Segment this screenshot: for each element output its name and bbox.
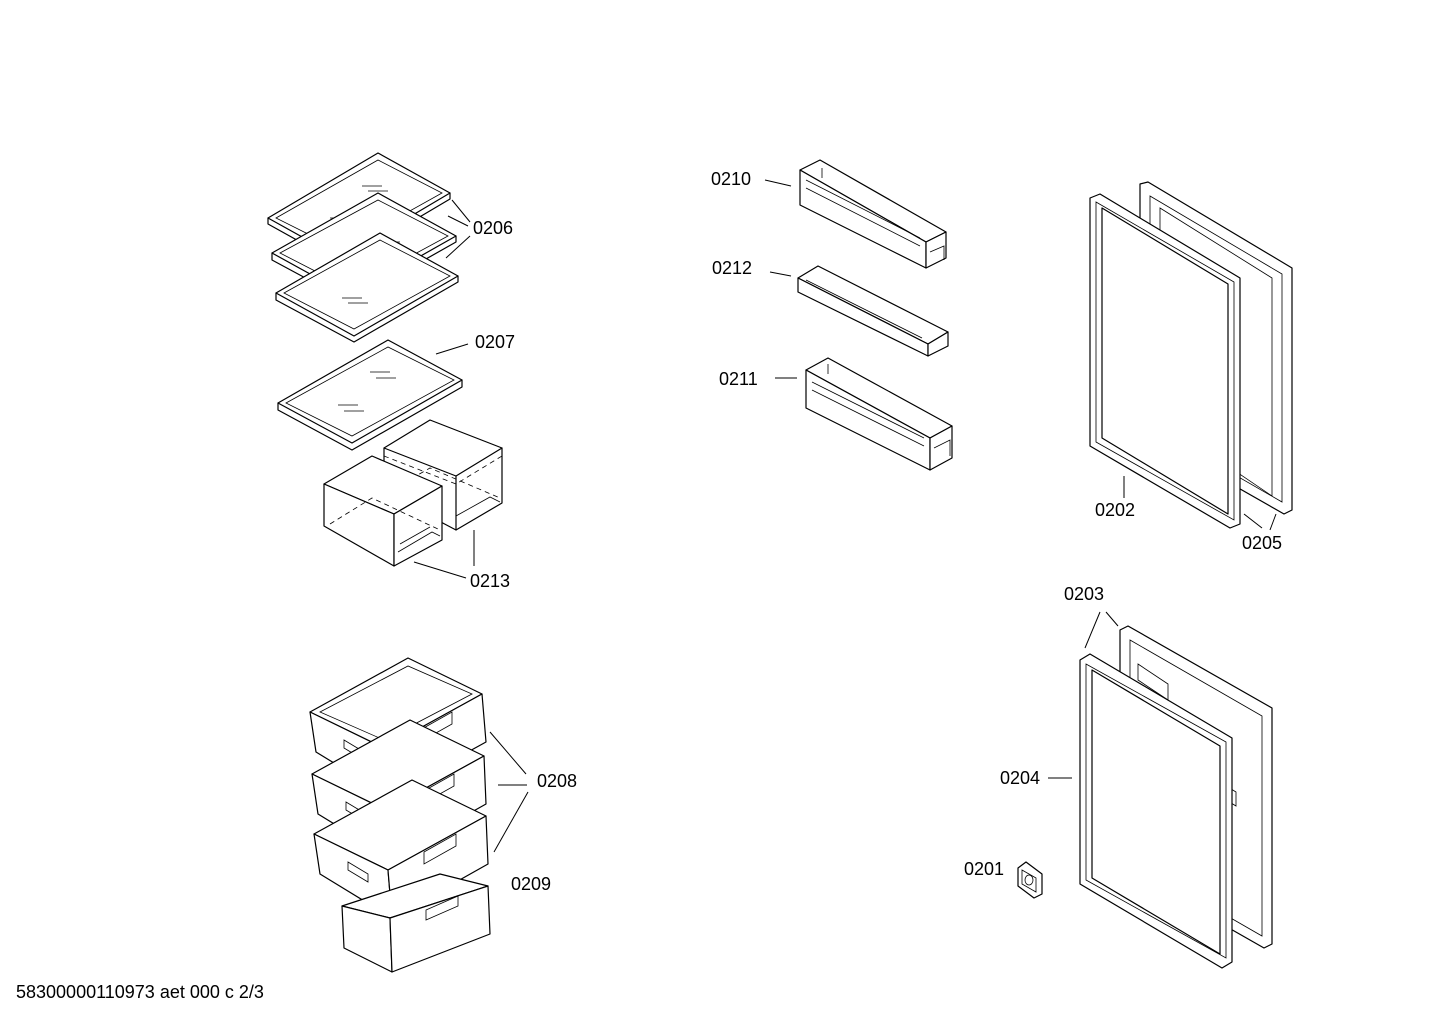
- glass-shelf-0206-bottom: [275, 232, 459, 343]
- document-id: 58300000110973 aet 000 c 2/3: [16, 982, 264, 1002]
- label-0211: 0211: [719, 369, 758, 389]
- glass-shelf-0207: [277, 339, 463, 451]
- door-gasket-0204: [1079, 653, 1233, 969]
- label-0213: 0213: [470, 571, 510, 591]
- label-0206: 0206: [473, 218, 513, 238]
- label-0210: 0210: [711, 169, 751, 189]
- door-bin-0211: [805, 357, 953, 471]
- label-0205: 0205: [1242, 533, 1282, 553]
- door-bin-0210: [799, 159, 947, 269]
- label-0209: 0209: [511, 874, 551, 894]
- label-0207: 0207: [475, 332, 515, 352]
- drawer-0213-front: [323, 455, 443, 567]
- door-gasket-0202: [1089, 193, 1241, 529]
- label-0202: 0202: [1095, 500, 1135, 520]
- door-bin-0212: [797, 265, 949, 357]
- label-0203: 0203: [1064, 584, 1104, 604]
- label-0208: 0208: [537, 771, 577, 791]
- crisper-bin-0209: [341, 873, 491, 973]
- label-0212: 0212: [712, 258, 752, 278]
- thermostat-knob-0201: [1017, 861, 1043, 899]
- label-0204: 0204: [1000, 768, 1040, 788]
- label-0201: 0201: [964, 859, 1004, 879]
